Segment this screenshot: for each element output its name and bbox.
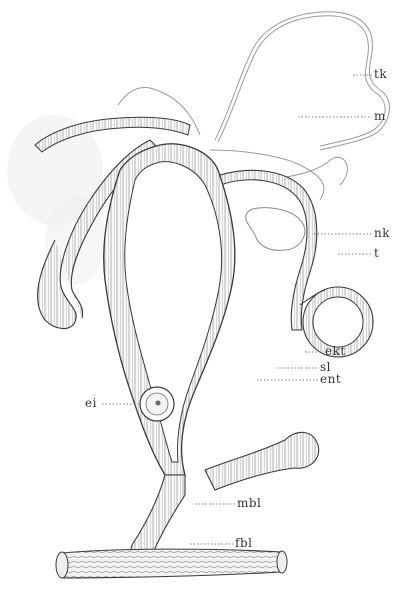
polyp-body — [104, 144, 235, 475]
label-mbl: mbl — [237, 496, 261, 510]
base-branch — [56, 549, 287, 578]
label-fbl: fbl — [235, 536, 252, 550]
label-ei: ei — [85, 396, 97, 410]
egg-cell — [140, 387, 174, 421]
label-ekt: ekt — [325, 344, 346, 358]
label-ent: ent — [320, 372, 341, 386]
label-t: t — [374, 246, 379, 260]
tentacle-blob — [246, 208, 305, 251]
stalk — [128, 475, 185, 560]
label-tk: tk — [374, 67, 387, 81]
label-nk: nk — [374, 226, 390, 240]
right-tentacle — [220, 170, 373, 357]
side-bud — [205, 432, 319, 490]
label-m: m — [374, 109, 386, 123]
